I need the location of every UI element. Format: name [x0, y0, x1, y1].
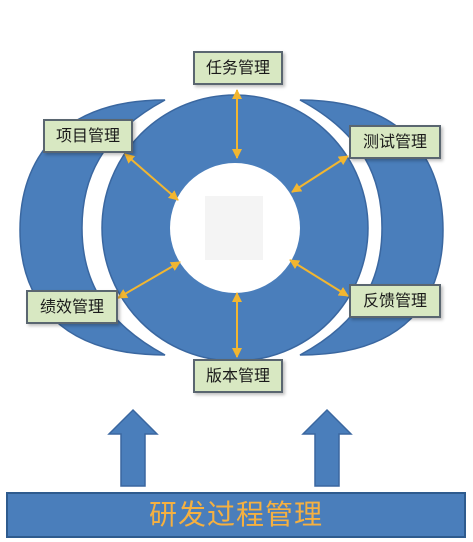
node-performance-management: 绩效管理 [26, 290, 118, 324]
foundation-bar: 研发过程管理 [6, 492, 466, 538]
node-project-management: 项目管理 [43, 119, 133, 153]
center-placeholder [205, 196, 263, 260]
arrow-feedback [289, 259, 349, 297]
node-test-management: 测试管理 [349, 125, 441, 159]
node-release-management: 版本管理 [193, 359, 283, 393]
arrow-performance [117, 261, 181, 299]
left-up-arrow [107, 408, 159, 487]
right-up-arrow [301, 408, 353, 487]
arrow-project [124, 153, 179, 201]
node-task-management: 任务管理 [193, 51, 283, 85]
node-feedback-management: 反馈管理 [349, 284, 441, 318]
arrow-test [291, 155, 349, 193]
